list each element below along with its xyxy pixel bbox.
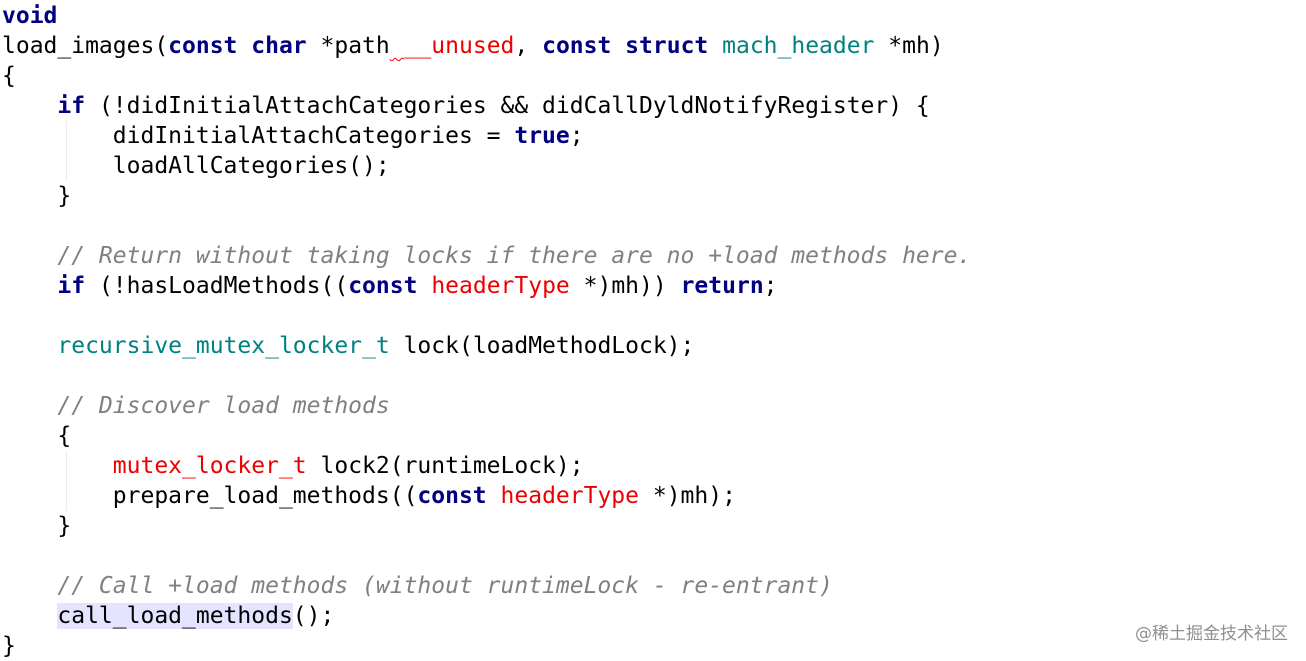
code-token-plain (2, 333, 57, 359)
code-line[interactable]: if (!hasLoadMethods((const headerType *)… (2, 271, 778, 301)
code-token-plain (2, 453, 113, 479)
code-token-plain: *path (306, 33, 390, 59)
indent-guide (66, 451, 67, 511)
code-token-plain: didInitialAttachCategories = (2, 123, 515, 149)
indent-guide (66, 121, 67, 181)
code-token-plain: , (514, 33, 543, 59)
code-token-plain: } (2, 183, 72, 209)
code-line[interactable]: } (2, 511, 71, 541)
code-token-plain: { (2, 63, 16, 89)
code-token-plain (2, 273, 57, 299)
code-token-type: mach_header (722, 33, 875, 59)
code-token-kw: const (417, 483, 487, 509)
code-line[interactable]: didInitialAttachCategories = true; (2, 121, 584, 151)
code-line[interactable]: // Call +load methods (without runtimeLo… (2, 571, 833, 601)
code-token-plain: lock(loadMethodLock); (389, 333, 695, 359)
code-token-kw: const (348, 273, 418, 299)
code-token-plain: (!didInitialAttachCategories && didCallD… (85, 93, 930, 119)
code-line[interactable]: void (2, 1, 57, 31)
code-line[interactable]: { (2, 61, 16, 91)
code-token-plain (487, 483, 501, 509)
code-token-kw: if (57, 273, 86, 299)
code-token-plain: (!hasLoadMethods(( (85, 273, 349, 299)
code-token-comment: // Call +load methods (without runtimeLo… (57, 573, 833, 599)
code-token-plain (2, 93, 57, 119)
code-line[interactable]: call_load_methods(); (2, 601, 334, 631)
code-token-plain (2, 573, 57, 599)
code-token-plain: ; (763, 273, 778, 299)
code-token-plain (2, 603, 57, 629)
code-token-kw: void (2, 3, 58, 29)
code-token-plain: ; (569, 123, 584, 149)
code-token-macro: __unused (403, 33, 515, 59)
code-line[interactable]: if (!didInitialAttachCategories && didCa… (2, 91, 930, 121)
code-token-hl: call_load_methods (57, 603, 293, 629)
code-token-plain (417, 273, 431, 299)
code-token-plain (2, 393, 57, 419)
code-token-squiggle (390, 33, 404, 59)
code-token-plain: *mh) (874, 33, 944, 59)
code-line[interactable]: loadAllCategories(); (2, 151, 390, 181)
code-token-plain (708, 33, 722, 59)
code-token-kw: true (514, 123, 570, 149)
code-token-macro: headerType (431, 273, 570, 299)
code-token-plain: } (2, 513, 72, 539)
code-token-plain: } (2, 633, 16, 659)
code-token-plain: (); (292, 603, 335, 629)
code-line[interactable]: } (2, 631, 16, 661)
code-token-plain: prepare_load_methods(( (2, 483, 418, 509)
watermark: @稀土掘金技术社区 (1135, 624, 1288, 644)
code-token-macro: headerType (500, 483, 640, 509)
code-token-plain: { (2, 423, 72, 449)
code-line[interactable]: // Discover load methods (2, 391, 390, 421)
code-token-macro: mutex_locker_t (112, 453, 307, 479)
code-line[interactable]: } (2, 181, 71, 211)
code-line[interactable]: // Return without taking locks if there … (2, 241, 971, 271)
code-line[interactable]: { (2, 421, 71, 451)
code-token-plain (2, 243, 57, 269)
code-token-comment: // Return without taking locks if there … (57, 243, 972, 269)
code-line[interactable]: recursive_mutex_locker_t lock(loadMethod… (2, 331, 694, 361)
code-token-comment: // Discover load methods (57, 393, 390, 419)
code-token-kw: if (57, 93, 86, 119)
code-token-type: recursive_mutex_locker_t (57, 333, 390, 359)
code-line[interactable]: load_images(const char *path __unused, c… (2, 31, 944, 61)
code-token-plain: *)mh); (639, 483, 736, 509)
code-line[interactable]: prepare_load_methods((const headerType *… (2, 481, 736, 511)
code-token-plain: load_images( (2, 33, 169, 59)
code-token-kw: return (680, 273, 764, 299)
code-token-plain: *)mh)) (569, 273, 681, 299)
code-token-plain: loadAllCategories(); (2, 153, 390, 179)
code-token-kw: const char (168, 33, 307, 59)
code-token-kw: const struct (542, 33, 709, 59)
code-token-plain: lock2(runtimeLock); (306, 453, 584, 479)
code-line[interactable]: mutex_locker_t lock2(runtimeLock); (2, 451, 584, 481)
